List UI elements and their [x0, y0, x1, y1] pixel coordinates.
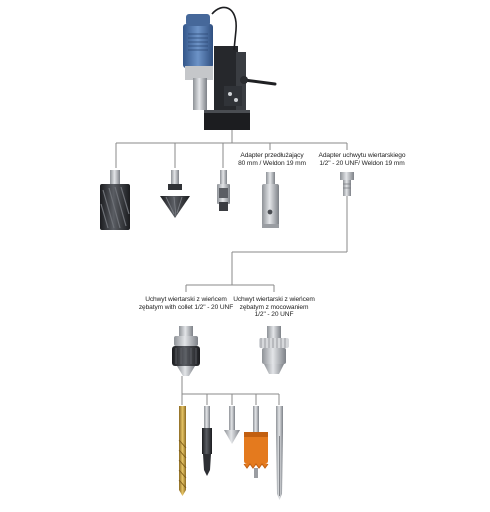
label-adapter-chuck: Adapter uchwytu wiertarskiego 1/2" - 20 …: [300, 152, 424, 167]
label-chuck-collet-line1: Uchwyt wiertarski z wieńcem: [145, 296, 227, 303]
label-chuck-mount-line2: zębatym z mocowaniem: [239, 303, 309, 311]
step-drill-icon: [202, 406, 212, 476]
label-adapter-chuck-line2: 1/2" - 20 UNF/ Weldon 19 mm: [319, 159, 405, 167]
label-adapter-weldon-line2: 80 mm / Weldon 19 mm: [238, 159, 306, 167]
label-chuck-collet: Uchwyt wiertarski z wieńcem zębatym with…: [128, 296, 244, 311]
label-adapter-weldon-line1: Adapter przedłużający: [240, 152, 304, 159]
small-cutter-icon: [217, 170, 230, 211]
label-chuck-mount-line3: 1/2" - 20 UNF: [254, 311, 294, 319]
twist-drill-icon: [178, 406, 187, 496]
magnetic-drill-icon: [183, 6, 277, 130]
countersink-bit-icon: [224, 406, 240, 444]
hole-saw-icon: [243, 406, 269, 478]
reamer-icon: [276, 406, 283, 500]
chuck-adapter-icon: [340, 172, 354, 196]
label-chuck-collet-line2: zębatym with collet 1/2" - 20 UNF: [138, 303, 234, 311]
keyless-chuck-icon: [172, 326, 200, 376]
keyed-chuck-icon: [259, 326, 289, 374]
countersink-icon: [160, 170, 190, 218]
connector-lines: [115, 130, 348, 405]
label-adapter-weldon: Adapter przedłużający 80 mm / Weldon 19 …: [226, 152, 318, 167]
label-adapter-chuck-line1: Adapter uchwytu wiertarskiego: [318, 152, 406, 159]
extension-adapter-icon: [262, 172, 279, 228]
annular-cutter-icon: [100, 170, 130, 230]
label-chuck-mount-line1: Uchwyt wiertarski z wieńcem: [233, 296, 315, 303]
label-chuck-mount: Uchwyt wiertarski z wieńcem zębatym z mo…: [222, 296, 326, 319]
